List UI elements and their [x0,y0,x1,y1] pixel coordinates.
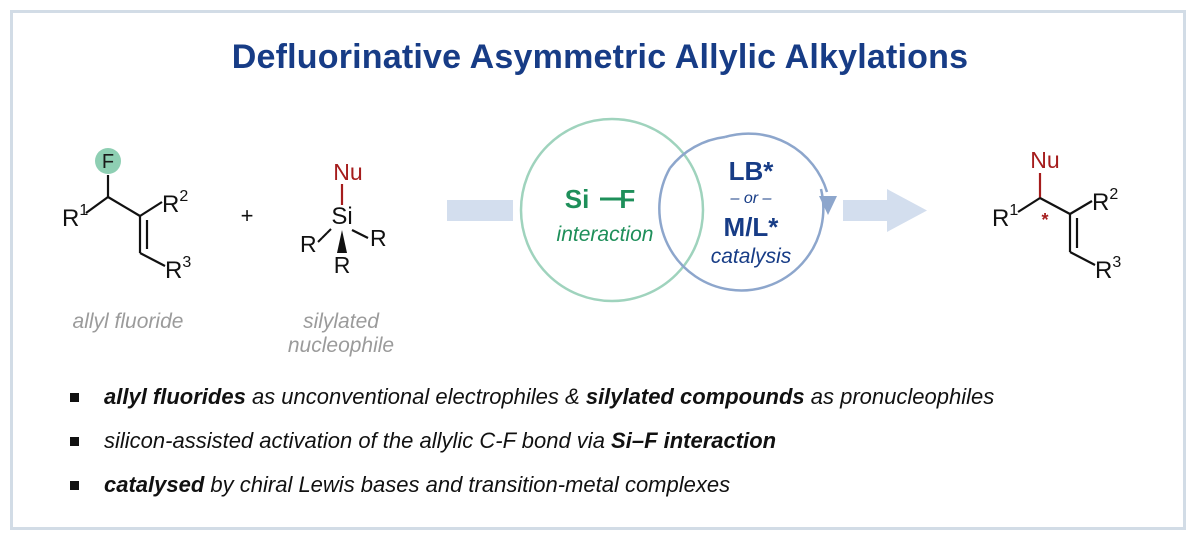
interaction-label: interaction [557,223,654,246]
cycle-arrowhead [819,196,837,215]
product-structure: Nu * R1 R2 R3 [992,147,1121,284]
emphasis-allyl-fluorides: allyl fluorides [104,384,246,409]
silyl-caption-line1: silylated [303,310,380,333]
catalysis-cycle-arc-right [724,132,829,193]
bullet-square [70,393,79,402]
key-point-2: silicon-assisted activation of the allyl… [68,426,994,470]
r-bottom-label: R [334,252,351,278]
allyl-fluoride-structure: F R1 R2 R3 allyl fluoride [62,148,191,333]
bond-c-r1 [85,196,109,214]
or-label: – or – [730,190,772,207]
hash-bond-1 [326,228,332,234]
r-left-label: R [300,231,317,257]
catalysis-cycle-arc [658,167,825,292]
product-bond-c-r1 [1017,197,1041,213]
key-point-3: catalysed by chiral Lewis bases and tran… [68,470,994,514]
r2-label: R2 [162,188,188,218]
silyl-nucleophile-structure: Nu Si R R R silylated nucleophile [288,159,394,357]
bullet-square [70,481,79,490]
emphasis-silylated-compounds: silylated compounds [585,384,805,409]
arrow-head [887,189,927,232]
arrow-tail [447,200,513,221]
r3-label: R3 [165,254,191,284]
product-bond-c-r3 [1069,251,1096,266]
r1-label: R1 [62,202,88,232]
product-r3-label: R3 [1095,254,1121,284]
wedge-bond [337,230,347,253]
bullet-square [70,437,79,446]
stereocenter-star: * [1041,210,1048,230]
allyl-fluoride-caption: allyl fluoride [73,310,184,333]
silicon-atom: Si [331,203,352,230]
product-r1-label: R1 [992,202,1018,232]
arrow-shaft [843,200,887,221]
silyl-caption-line2: nucleophile [288,334,394,357]
bond-si-r [351,229,369,239]
catalysis-cycle-arc-top [669,135,726,169]
product-bond-c-r2 [1069,200,1093,215]
catalysis-label: catalysis [711,245,792,268]
bond-c-r2 [139,201,163,217]
figure-title: Defluorinative Asymmetric Allylic Alkyla… [231,38,969,76]
hash-bond-2 [321,232,328,239]
product-bond-c-c [1039,197,1071,215]
product-nucleophile-label: Nu [1030,147,1059,173]
fluorine-highlight [95,148,121,174]
fluorine-atom: F [102,151,114,173]
bond-c-r3 [139,252,166,267]
emphasis-catalysed: catalysed [104,472,205,497]
plus-sign: + [241,203,254,228]
product-r2-label: R2 [1092,186,1118,216]
si-f-interaction-circle [519,117,705,303]
emphasis-si-f-interaction: Si–F interaction [611,428,777,453]
nucleophile-label: Nu [333,159,362,185]
figure-frame [10,10,1186,530]
key-points-list: allyl fluorides as unconventional electr… [68,382,994,514]
r-right-label: R [370,225,387,251]
hash-bond-3 [317,237,323,243]
lewis-base-label: LB* [729,156,775,186]
bond-c-c [107,196,141,217]
metal-ligand-label: M/L* [724,212,780,242]
key-point-1: allyl fluorides as unconventional electr… [68,382,994,426]
